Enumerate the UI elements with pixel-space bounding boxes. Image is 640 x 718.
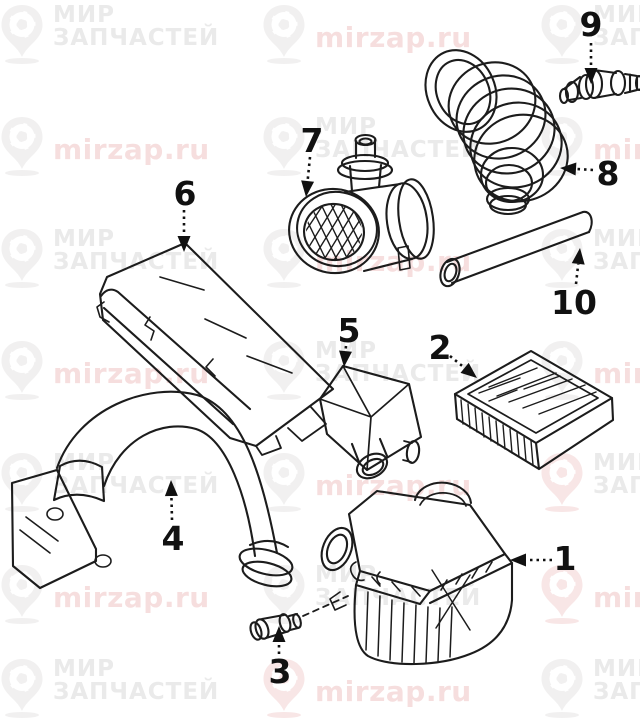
callout-7[interactable]: 7: [301, 121, 324, 197]
callout-number[interactable]: 7: [301, 121, 324, 160]
callout-number[interactable]: 3: [269, 652, 292, 690]
callout-arrow-line: [450, 356, 465, 368]
callout-number[interactable]: 6: [174, 174, 197, 213]
callout-number[interactable]: 9: [580, 5, 603, 44]
callout-arrowhead: [460, 363, 477, 378]
callout-1[interactable]: 1: [510, 539, 576, 578]
callout-5[interactable]: 5: [338, 311, 361, 367]
callout-layer: 1 2 3 4 5 6 7 8 9 10: [0, 0, 640, 690]
callout-arrow-line: [576, 169, 593, 170]
callout-8[interactable]: 8: [560, 154, 619, 193]
callout-number[interactable]: 1: [554, 539, 577, 578]
callout-number[interactable]: 10: [551, 283, 597, 322]
callout-arrowhead: [178, 236, 191, 252]
callout-2[interactable]: 2: [429, 328, 477, 378]
callout-10[interactable]: 10: [551, 248, 597, 322]
callout-4[interactable]: 4: [162, 480, 185, 558]
callout-arrowhead: [572, 248, 585, 265]
callout-arrowhead: [301, 180, 314, 197]
callout-number[interactable]: 5: [338, 311, 361, 350]
callout-9[interactable]: 9: [580, 5, 603, 84]
callout-arrow-line: [171, 496, 172, 520]
callout-arrow-line: [576, 264, 578, 284]
callout-6[interactable]: 6: [174, 174, 197, 252]
callout-3[interactable]: 3: [269, 626, 292, 690]
callout-number[interactable]: 2: [429, 328, 452, 367]
callout-number[interactable]: 8: [597, 154, 620, 193]
callout-arrowhead: [585, 68, 598, 84]
callout-arrowhead: [165, 480, 178, 496]
callout-arrowhead: [510, 554, 526, 567]
callout-arrow-line: [308, 157, 310, 181]
parts-diagram-page: { "watermark": { "brand_line1": "МИР", "…: [0, 0, 640, 690]
callout-arrowhead: [560, 162, 576, 175]
callout-arrowhead: [339, 350, 352, 367]
callout-arrowhead: [273, 626, 286, 642]
callout-number[interactable]: 4: [162, 519, 185, 558]
